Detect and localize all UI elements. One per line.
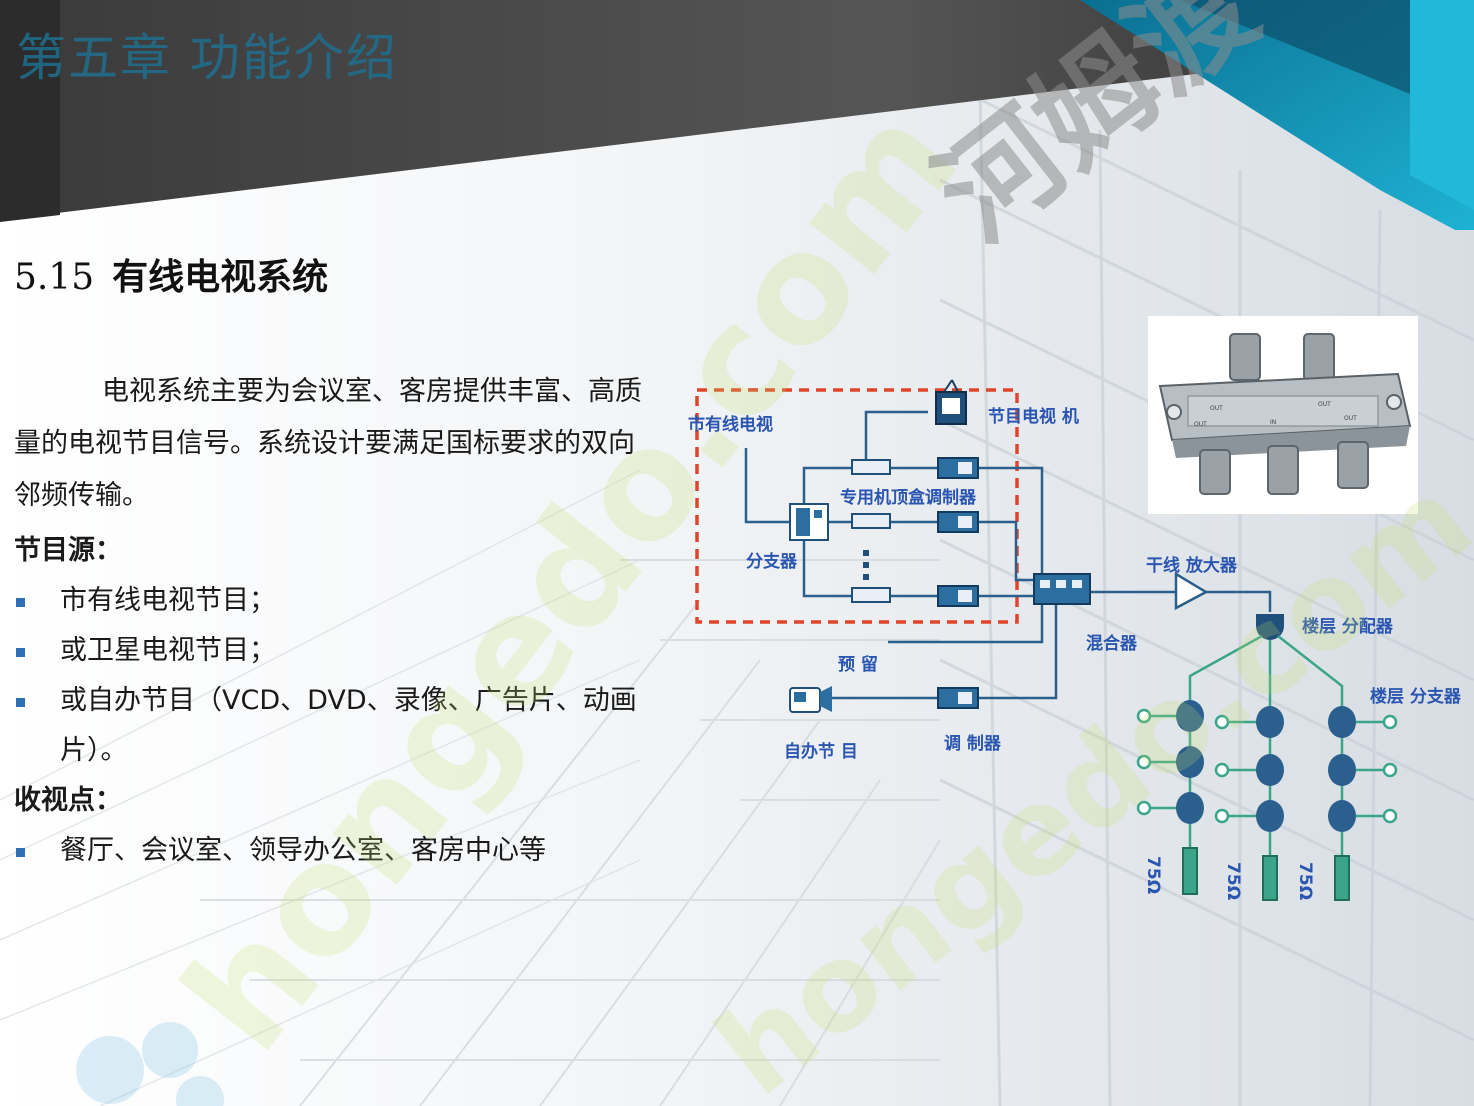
floor-tap-icons	[1176, 700, 1356, 832]
list-item: 或卫星电视节目；	[14, 626, 644, 676]
label-tv-set: 节目电视 机	[988, 406, 1079, 427]
source-label: 节目源：	[14, 535, 122, 566]
label-modulator: 调 制器	[944, 733, 1002, 754]
camcorder-icon	[789, 686, 832, 713]
bullet-square-icon	[16, 848, 25, 857]
label-terminator: 75Ω	[1223, 862, 1243, 900]
list-item: 餐厅、会议室、领导办公室、客房中心等	[14, 826, 644, 876]
port-label-bottom-out-right: OUT	[1344, 415, 1357, 422]
label-city-cable: 市有线电视	[688, 414, 773, 435]
port-label-in: IN	[1270, 419, 1276, 426]
modulator-icons	[937, 457, 979, 709]
list-item: 市有线电视节目；	[14, 576, 644, 626]
splitter-photo: OUT OUT IN OUT OUT	[1148, 316, 1418, 514]
label-floor-distributor: 楼层 分配器	[1302, 616, 1394, 637]
coax-lines	[744, 410, 1272, 700]
header-band	[0, 0, 1474, 230]
set-top-box-icons	[851, 459, 891, 603]
label-mixer: 混合器	[1086, 633, 1138, 654]
label-floor-tap: 楼层 分支器	[1370, 686, 1462, 707]
trunk-amplifier-icon	[1174, 571, 1209, 611]
bullet-square-icon	[16, 698, 25, 707]
bullet-square-icon	[16, 648, 25, 657]
riser-lines	[1148, 634, 1386, 856]
section-name: 有线电视系统	[112, 257, 329, 298]
section-heading: 5.15 有线电视系统	[14, 248, 328, 300]
list-item: 或自办节目（VCD、DVD、录像、广告片、动画片）。	[14, 676, 644, 776]
source-list: 市有线电视节目； 或卫星电视节目； 或自办节目（VCD、DVD、录像、广告片、动…	[14, 576, 644, 776]
port-label-bottom-out-left: OUT	[1194, 421, 1207, 428]
bullet-square-icon	[16, 598, 25, 607]
label-self-program: 自办节 目	[784, 741, 858, 762]
terminator-icons	[1182, 847, 1350, 901]
viewpoint-label: 收视点：	[14, 785, 122, 816]
tv-icon	[935, 379, 967, 425]
viewpoint-list: 餐厅、会议室、领导办公室、客房中心等	[14, 826, 644, 876]
intro-paragraph: 电视系统主要为会议室、客房提供丰富、高质量的电视节目信号。系统设计要满足国标要求…	[14, 376, 642, 511]
section-number: 5.15	[14, 257, 95, 298]
label-trunk-amp: 干线 放大器	[1146, 555, 1238, 576]
outlet-icons	[1136, 708, 1398, 824]
chapter-title: 第五章 功能介绍	[16, 29, 398, 87]
label-terminator: 75Ω	[1143, 856, 1163, 894]
splitter-icon	[789, 503, 829, 541]
mixer-icon	[1033, 573, 1091, 605]
label-terminator: 75Ω	[1295, 862, 1315, 900]
label-splitter: 分支器	[746, 551, 798, 572]
catv-system-diagram: 市有线电视 节目电视 机 专用机顶盒调制器 分支器 干线 放大器 混合器 楼层 …	[688, 379, 1462, 901]
port-label-out-right: OUT	[1318, 401, 1331, 408]
ellipsis-dots	[863, 550, 869, 580]
port-label-out-left: OUT	[1210, 405, 1223, 412]
label-reserved: 预 留	[838, 654, 878, 675]
headend-dashed-box	[695, 388, 1019, 624]
label-stb-modulator: 专用机顶盒调制器	[840, 487, 977, 508]
content-body: 电视系统主要为会议室、客房提供丰富、高质量的电视节目信号。系统设计要满足国标要求…	[14, 366, 644, 876]
floor-distributor-icon	[1256, 614, 1284, 640]
